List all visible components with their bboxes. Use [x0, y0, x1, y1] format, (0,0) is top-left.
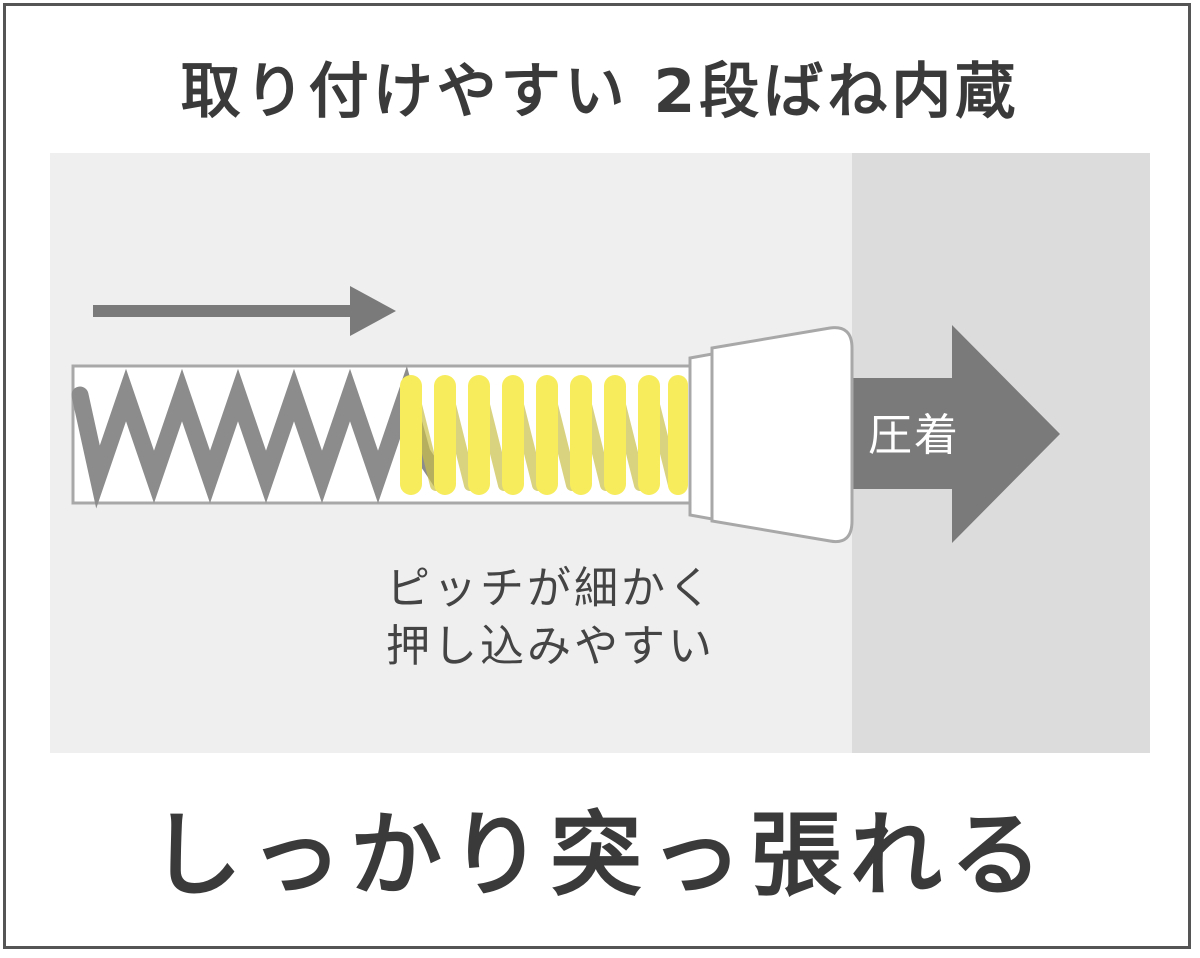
spring-caption: ピッチが細かく 押し込みやすい	[386, 560, 715, 676]
pressure-arrow-icon	[840, 325, 1060, 543]
gray-spring	[71, 366, 451, 509]
spring-diagram	[50, 153, 1150, 753]
caption-line-2: 押し込みやすい	[386, 621, 715, 672]
wall-pressure-label: 圧着	[868, 410, 960, 461]
headline: 取り付けやすい 2段ばね内蔵	[180, 57, 1020, 127]
yellow-spring	[400, 375, 688, 495]
outer-frame	[3, 3, 1191, 949]
bottom-headline: しっかり突っ張れる	[149, 802, 1050, 909]
push-arrow-icon	[93, 286, 396, 336]
end-cap	[688, 326, 854, 544]
caption-line-1: ピッチが細かく	[386, 563, 715, 614]
diagram-panel	[50, 153, 1150, 753]
